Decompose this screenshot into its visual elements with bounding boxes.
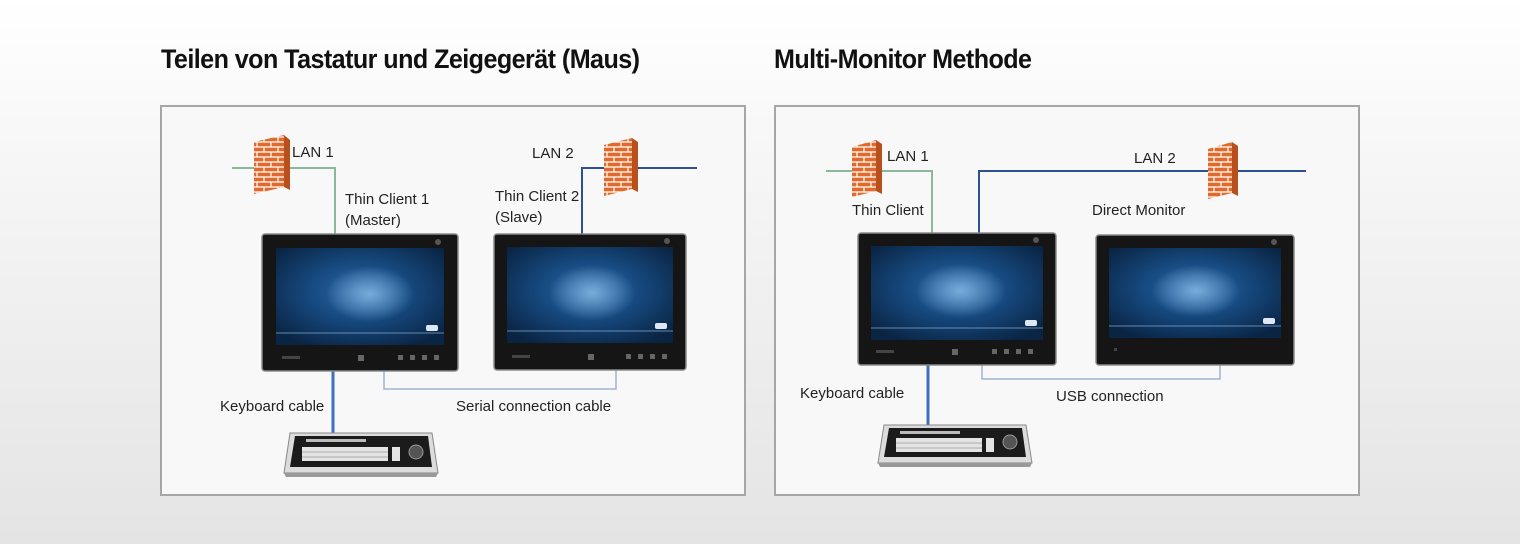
left-panel-title: Teilen von Tastatur und Zeigegerät (Maus… [161,44,640,74]
keyboard-sharing-diagram: LAN 1 LAN 2 Thin Client 1 (Master) Thin … [160,105,746,496]
firewall-lan2-icon [1208,142,1238,199]
thin-client-2-label: Thin Client 2 [495,188,580,205]
firewall-lan1-icon [852,140,882,197]
usb-connection-label: USB connection [1056,388,1164,405]
thin-client-2-role-label: (Slave) [495,209,543,226]
firewall-lan2-icon [604,138,638,196]
serial-connection-line [383,369,617,390]
keyboard-cable-label: Keyboard cable [800,385,905,402]
keyboard-cable-label: Keyboard cable [220,398,325,415]
right-panel-title: Multi-Monitor Methode [774,44,1032,74]
thin-client-2-monitor [493,233,687,371]
lan2-line [978,170,1306,233]
direct-monitor [1095,234,1295,366]
thin-client-1-monitor [261,233,459,372]
multi-monitor-diagram: LAN 1 LAN 2 Thin Client Direct Monitor K… [774,105,1360,496]
keyboard-icon [877,424,1033,467]
lan2-line [581,167,697,235]
lan2-label: LAN 2 [1134,150,1176,167]
lan1-label: LAN 1 [292,144,334,161]
thin-client-label: Thin Client [852,202,924,219]
thin-client-1-role-label: (Master) [345,212,401,229]
lan2-label: LAN 2 [532,145,574,162]
serial-cable-label: Serial connection cable [456,398,612,415]
keyboard-icon [283,432,439,477]
lan1-label: LAN 1 [887,148,929,165]
thin-client-1-label: Thin Client 1 [345,191,430,208]
direct-monitor-label: Direct Monitor [1092,202,1186,219]
usb-connection-line [981,365,1221,380]
firewall-lan1-icon [254,135,290,194]
thin-client-monitor [857,232,1057,366]
